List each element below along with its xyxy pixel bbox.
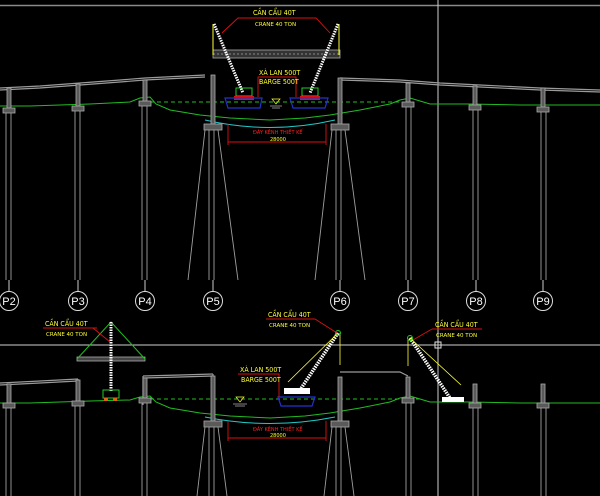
- stage2-crane-mid-label-en: CRANE 40 TON: [269, 323, 310, 329]
- stage2-channel-bottom: [204, 416, 336, 424]
- stage2-piles: [5, 403, 547, 496]
- stage2-crane-mid: [277, 330, 341, 407]
- pier-label-p7: P7: [401, 296, 414, 308]
- stage1-channel-dimension: [227, 124, 327, 145]
- stage1-channel-width: 28000: [270, 137, 286, 143]
- stage2-water-symbol: [233, 396, 247, 407]
- stage2-channel-label: ĐÁY KÊNH THIẾT KẾ: [253, 425, 303, 433]
- stage1-elevation: CẦN CẨU 40T CRANE 40 TON XÀ LAN 500T BAR…: [0, 7, 600, 281]
- stage1-crane-left: [212, 23, 254, 100]
- stage1-crane-leader: [221, 17, 331, 34]
- stage2-crane-right-label-en: CRANE 40 TON: [436, 333, 477, 339]
- stage2-ground-profile: [0, 395, 600, 419]
- stage2-barge-label-vi: XÀ LAN 500T: [240, 365, 281, 374]
- stage2-crane-left-label-vi: CẦN CẨU 40T: [45, 318, 88, 328]
- stage1-ground-profile: [0, 96, 600, 121]
- pier-label-p2: P2: [2, 296, 15, 308]
- stage1-water-symbol: [270, 98, 282, 109]
- pier-marker-p9: P9: [533, 280, 553, 311]
- stage2-crane-mid-leader: [314, 318, 338, 334]
- stage2-crane-left: [102, 322, 120, 401]
- stage2-pier-columns: [2, 375, 550, 428]
- pier-marker-p3: P3: [68, 280, 88, 311]
- stage1-deck: [0, 74, 600, 93]
- pier-marker-p2: P2: [0, 280, 19, 311]
- stage2-barge-leader: [238, 373, 280, 397]
- pier-marker-p8: P8: [466, 280, 486, 311]
- stage1-barge-leader: [257, 76, 297, 97]
- stage1-channel-bottom: [204, 119, 336, 128]
- stage2-channel-width: 28000: [270, 433, 286, 439]
- stage1-lifted-girder: [212, 49, 341, 59]
- stage2-elevation: CẦN CẨU 40T CRANE 40 TON CẦN CẨU 40T CRA…: [0, 309, 600, 496]
- cursor-pickbox: [434, 341, 442, 349]
- stage2-crane-left-leader: [92, 327, 111, 343]
- stage1-barge-label-en: BARGE 500T: [259, 78, 299, 86]
- stage2-crane-left-label-en: CRANE 40 TON: [46, 332, 87, 338]
- pier-label-p9: P9: [536, 296, 549, 308]
- stage2-crane-mid-label-vi: CẦN CẨU 40T: [268, 309, 311, 319]
- stage1-barge-label-vi: XÀ LAN 500T: [259, 68, 300, 77]
- pier-marker-p4: P4: [135, 280, 155, 311]
- stage1-crane-label-vi: CẦN CẨU 40T: [253, 7, 296, 17]
- stage1-barge-left: [224, 97, 263, 109]
- pier-marker-p7: P7: [398, 280, 418, 311]
- pier-label-p5: P5: [206, 296, 219, 308]
- stage2-crane-right-leader: [412, 328, 433, 341]
- stage1-crane-label-en: CRANE 40 TON: [255, 22, 296, 28]
- stage1-barge-right: [289, 97, 329, 109]
- stage1-piles: [5, 106, 547, 281]
- stage1-channel-label: ĐÁY KÊNH THIẾT KẾ: [253, 128, 303, 136]
- pier-label-p4: P4: [138, 296, 151, 308]
- stage2-barge-label-en: BARGE 500T: [241, 376, 281, 384]
- stage2-deck: [0, 371, 409, 405]
- pier-marker-p6: P6: [330, 280, 350, 311]
- pier-markers: P2 P3 P4 P5 P6 P7 P8 P9: [0, 280, 553, 311]
- pier-label-p3: P3: [71, 296, 84, 308]
- stage2-crane-right: [407, 335, 464, 402]
- stage1-crane-right: [300, 23, 340, 100]
- stage2-barge: [277, 396, 316, 407]
- stage1-pier-columns: [2, 74, 550, 131]
- pier-label-p8: P8: [469, 296, 482, 308]
- stage2-channel-dimension: [227, 421, 327, 441]
- pier-label-p6: P6: [333, 296, 346, 308]
- pier-marker-p5: P5: [203, 280, 223, 311]
- stage2-crane-right-label-vi: CẦN CẨU 40T: [435, 319, 478, 329]
